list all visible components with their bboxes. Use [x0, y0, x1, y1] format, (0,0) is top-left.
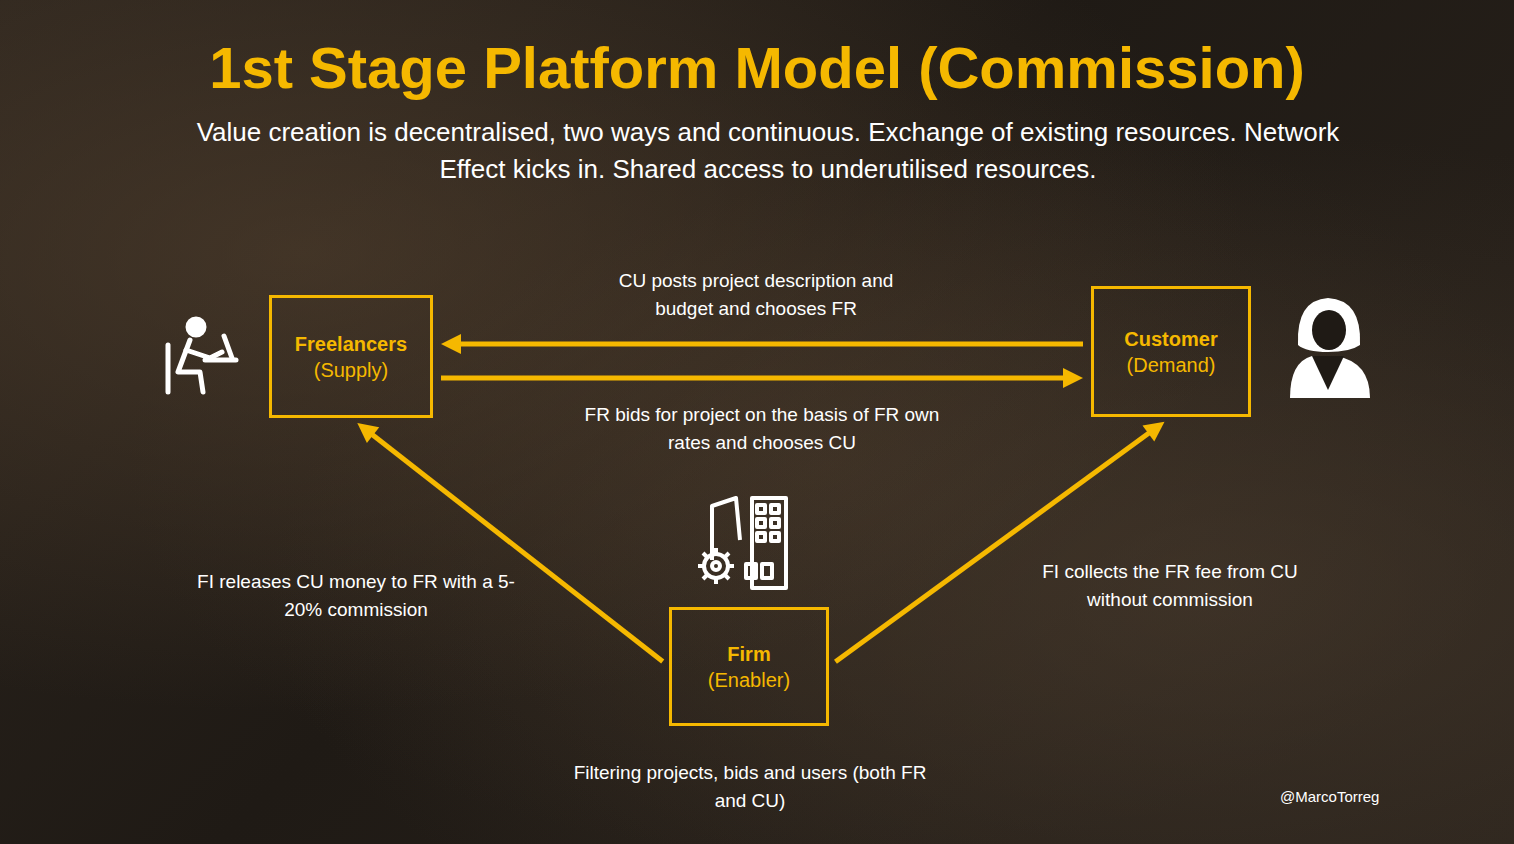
- watermark: @MarcoTorreg: [1280, 787, 1379, 807]
- edge-label: FI collects the FR fee from CU without c…: [1010, 558, 1330, 614]
- flow-arrow: [441, 334, 1083, 354]
- icon-window: [771, 519, 779, 527]
- firm-note: Filtering projects, bids and users (both…: [560, 759, 940, 815]
- flow-arrow: [357, 423, 662, 662]
- arrow-head: [357, 423, 379, 443]
- arrow-head: [441, 334, 461, 354]
- icon-gear-hub: [712, 562, 720, 570]
- box-subheading: (Demand): [1127, 352, 1216, 378]
- freelancer-icon: [168, 319, 236, 392]
- arrow-line: [835, 432, 1150, 661]
- edge-label: CU posts project description and budget …: [596, 267, 916, 323]
- customer-icon: [1290, 298, 1370, 398]
- arrow-line: [371, 434, 662, 662]
- icon-gear-teeth: [698, 548, 734, 584]
- edge-label: FR bids for project on the basis of FR o…: [582, 401, 942, 457]
- entity-box: Freelancers(Supply): [269, 295, 433, 418]
- icon-window: [771, 533, 779, 541]
- arrow-head: [1142, 422, 1164, 442]
- flow-arrow: [835, 422, 1164, 662]
- icon-head: [188, 319, 204, 335]
- box-heading: Freelancers: [295, 331, 407, 357]
- icon-arm: [186, 350, 222, 358]
- arrow-head: [1063, 368, 1083, 388]
- factory-icon: [698, 498, 786, 588]
- icon-hair: [1298, 298, 1360, 352]
- box-subheading: (Supply): [314, 357, 388, 383]
- entity-box: Customer(Demand): [1091, 286, 1251, 417]
- icon-body: [178, 340, 203, 392]
- icon-window: [771, 505, 779, 513]
- box-subheading: (Enabler): [708, 667, 790, 693]
- subtitle: Value creation is decentralised, two way…: [163, 114, 1373, 188]
- slide-title: 1st Stage Platform Model (Commission): [209, 36, 1305, 100]
- entity-box: Firm(Enabler): [669, 607, 829, 726]
- flow-arrow: [441, 368, 1083, 388]
- icon-gear: [704, 554, 728, 578]
- icon-screen: [224, 336, 232, 358]
- icon-door: [762, 564, 772, 578]
- box-heading: Customer: [1124, 326, 1217, 352]
- icon-window: [757, 533, 765, 541]
- arrow-line: [459, 342, 1083, 347]
- arrow-line: [441, 376, 1065, 381]
- edge-label: FI releases CU money to FR with a 5-20% …: [191, 568, 521, 624]
- icon-chair: [166, 345, 171, 392]
- icon-window: [757, 505, 765, 513]
- icon-window: [757, 519, 765, 527]
- icon-shoulders: [1290, 356, 1370, 398]
- box-heading: Firm: [727, 641, 770, 667]
- icon-face: [1312, 310, 1346, 350]
- icon-collar: [1312, 356, 1344, 390]
- icon-door: [746, 564, 756, 578]
